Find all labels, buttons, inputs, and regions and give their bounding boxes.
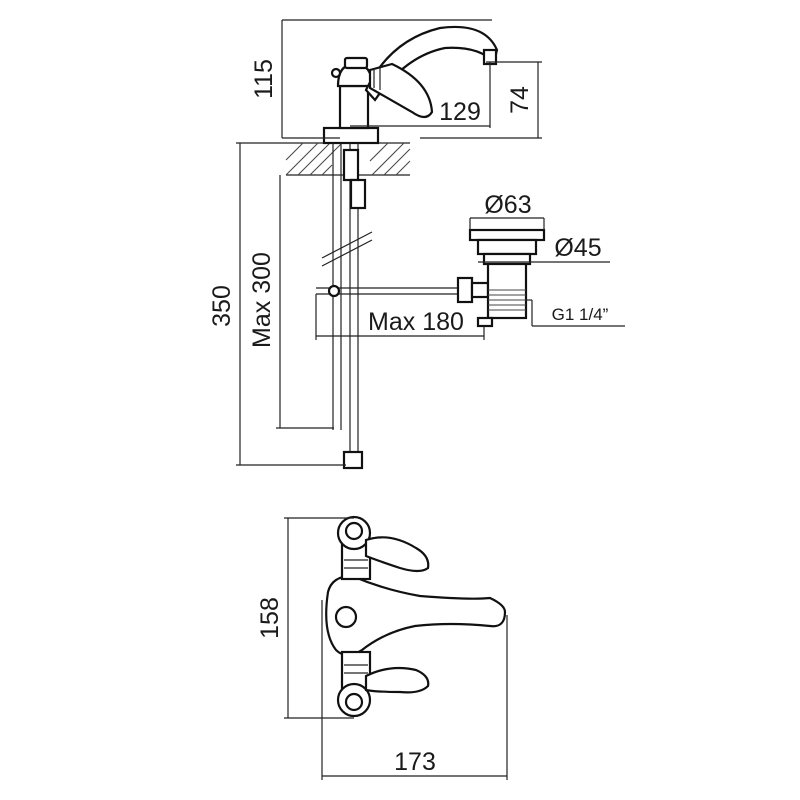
top-view: 158 173: [256, 515, 508, 780]
top-valve-lower: [336, 650, 430, 718]
dim-label-115: 115: [250, 59, 278, 99]
dim-label-350: 350: [208, 285, 236, 327]
dim-label-max-300: Max 300: [248, 252, 276, 348]
dimension-dia-45: Ø45: [478, 234, 610, 263]
faucet-side-body: [322, 25, 499, 145]
top-valve-upper: [336, 515, 430, 581]
dim-label-158: 158: [256, 597, 284, 639]
dimension-129: 129: [350, 62, 491, 128]
dimension-115: 115: [250, 19, 492, 139]
dim-label-thread: G1 1/4”: [552, 305, 609, 324]
dimension-173: 173: [321, 600, 508, 780]
dimension-350: 350: [208, 142, 346, 466]
dim-label-74: 74: [506, 86, 534, 114]
dim-label-129: 129: [439, 98, 481, 126]
dimension-thread: G1 1/4”: [526, 299, 625, 327]
side-view: 115 129 74 350 Max 300: [208, 19, 625, 470]
dim-label-dia-45: Ø45: [554, 234, 601, 262]
dim-label-max-180: Max 180: [368, 308, 464, 336]
dim-label-173: 173: [394, 748, 436, 776]
supply-pipes: [321, 143, 373, 470]
dimension-max-300: Max 300: [248, 175, 334, 429]
dim-label-dia-63: Ø63: [484, 191, 531, 219]
dimension-max-180: Max 180: [315, 294, 485, 340]
dimension-158: 158: [256, 517, 354, 719]
dimension-dia-63: Ø63: [469, 191, 545, 230]
top-center-circle: [334, 605, 358, 629]
drain-rod: [316, 276, 490, 304]
drain-waste: [468, 228, 546, 328]
dimension-74: 74: [420, 61, 542, 139]
